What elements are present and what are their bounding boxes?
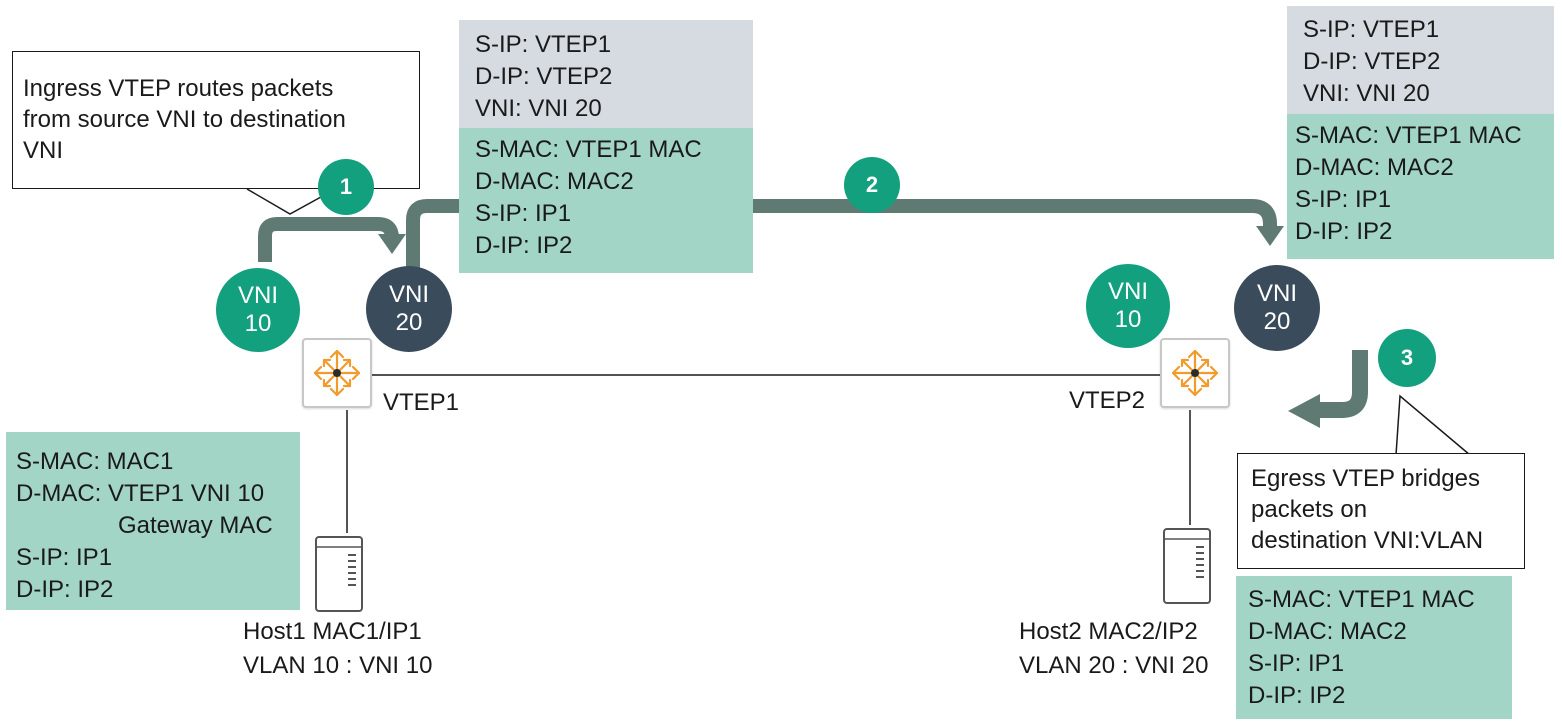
host1-vlan: VLAN 10 : VNI 10	[243, 652, 433, 679]
vni-label: VNI	[1107, 278, 1148, 305]
vtep2-vni-10: VNI 10	[1086, 264, 1170, 348]
header-line: S-IP: VTEP1	[475, 31, 612, 58]
flow-arrow-1-head	[378, 234, 406, 254]
ingress-pointer	[246, 188, 331, 215]
vtep2-vni-20: VNI 20	[1234, 265, 1320, 351]
vtep1-vni-10: VNI 10	[216, 268, 300, 352]
header-line: S-IP: VTEP1	[1303, 16, 1440, 43]
vtep1-router	[302, 338, 372, 408]
header-line: VNI: VNI 20	[475, 95, 602, 122]
router-arrows-icon	[1171, 349, 1219, 397]
packet-line: D-MAC: VTEP1 VNI 10	[16, 480, 265, 507]
right-outer-header-box: S-IP: VTEP1 D-IP: VTEP2 VNI: VNI 20	[1287, 6, 1554, 114]
header-line: VNI: VNI 20	[1303, 80, 1430, 107]
host2-name: Host2 MAC2/IP2	[1019, 618, 1198, 645]
vni-label: VNI	[1256, 280, 1297, 307]
packet-line: D-MAC: MAC2	[475, 168, 634, 195]
packet-line: S-IP: IP1	[1248, 650, 1345, 677]
router-arrows-icon	[313, 349, 361, 397]
top-outer-header-box: S-IP: VTEP1 D-IP: VTEP2 VNI: VNI 20	[459, 20, 753, 128]
vtep2-label: VTEP2	[1069, 387, 1146, 414]
egress-callout-line: destination VNI:VLAN	[1251, 527, 1484, 554]
step-badge-3: 3	[1378, 329, 1436, 387]
egress-pointer	[1395, 394, 1471, 456]
header-line: D-IP: VTEP2	[475, 63, 613, 90]
egress-callout: Egress VTEP bridges packets on destinati…	[1237, 453, 1525, 569]
step-badge-1: 1	[318, 159, 374, 215]
header-line: D-IP: VTEP2	[1303, 48, 1441, 75]
host1-name: Host1 MAC1/IP1	[243, 618, 422, 645]
flow-arrow-2	[752, 199, 1277, 228]
vni-number: 10	[1114, 306, 1142, 333]
packet-line: S-MAC: VTEP1 MAC	[475, 136, 702, 163]
packet-line: S-IP: IP1	[475, 200, 572, 227]
top-inner-packet-box: S-MAC: VTEP1 MAC D-MAC: MAC2 S-IP: IP1 D…	[459, 128, 753, 273]
flow-arrow-3-head	[1288, 394, 1320, 428]
ingress-callout: Ingress VTEP routes packets from source …	[12, 51, 420, 189]
packet-line: D-IP: IP2	[1295, 218, 1393, 245]
right-inner-packet-box: S-MAC: VTEP1 MAC D-MAC: MAC2 S-IP: IP1 D…	[1287, 114, 1554, 259]
step-badge-2: 2	[844, 157, 900, 213]
ingress-pointer-fill	[249, 188, 330, 214]
server-icon	[1163, 528, 1211, 604]
host2-packet-box: S-MAC: VTEP1 MAC D-MAC: MAC2 S-IP: IP1 D…	[1236, 576, 1512, 719]
vni-label: VNI	[237, 282, 278, 309]
vtep2-router	[1160, 338, 1230, 408]
flow-arrow-3	[1318, 350, 1368, 418]
host2-vlan: VLAN 20 : VNI 20	[1019, 652, 1209, 679]
ingress-callout-line: from source VNI to destination	[23, 106, 346, 133]
packet-line: D-IP: IP2	[1248, 682, 1346, 709]
packet-line: D-IP: IP2	[475, 232, 573, 259]
packet-line: S-MAC: MAC1	[16, 448, 174, 475]
packet-line: S-MAC: VTEP1 MAC	[1295, 122, 1522, 149]
flow-arrow-1	[258, 217, 399, 262]
packet-line: S-IP: IP1	[1295, 186, 1392, 213]
vni-number: 10	[244, 310, 272, 337]
packet-line: D-MAC: MAC2	[1248, 618, 1407, 645]
ingress-callout-line: VNI	[23, 137, 64, 164]
vni-label: VNI	[388, 281, 429, 308]
host1-packet-box: S-MAC: MAC1 D-MAC: VTEP1 VNI 10 Gateway …	[6, 432, 300, 610]
packet-line: Gateway MAC	[118, 512, 273, 539]
vtep1-vni-20: VNI 20	[366, 266, 452, 352]
vni-number: 20	[395, 309, 423, 336]
vni-number: 20	[1263, 308, 1291, 335]
flow-arrow-2-head	[1256, 226, 1284, 246]
ingress-callout-line: Ingress VTEP routes packets	[23, 75, 334, 102]
vtep1-label: VTEP1	[383, 389, 460, 416]
packet-line: S-IP: IP1	[16, 544, 113, 571]
egress-callout-line: packets on	[1251, 496, 1368, 523]
packet-line: D-MAC: MAC2	[1295, 154, 1454, 181]
packet-line: S-MAC: VTEP1 MAC	[1248, 586, 1475, 613]
egress-callout-line: Egress VTEP bridges	[1251, 465, 1480, 492]
packet-line: D-IP: IP2	[16, 576, 114, 603]
server-icon	[315, 536, 363, 612]
flow-arrow-2-start	[406, 199, 460, 268]
